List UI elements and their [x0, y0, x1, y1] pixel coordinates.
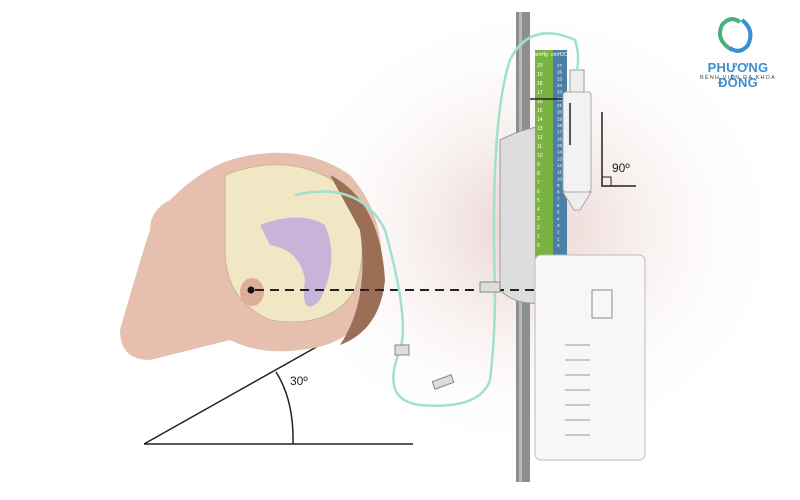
scale-ticks: 0123456789101112131415161718192001234567… — [537, 63, 563, 249]
cmh2o-tick-label: 16 — [557, 136, 563, 141]
mmhg-tick-label: 9 — [537, 162, 540, 168]
mmhg-tick-label: 13 — [537, 126, 543, 132]
bag-graduations — [565, 344, 590, 436]
drainage-bag — [534, 254, 646, 461]
cmh2o-tick-label: 14 — [557, 150, 563, 155]
tragus-reference-dot — [247, 286, 255, 294]
chamber-cap — [569, 69, 585, 93]
mmhg-tick-label: 7 — [537, 180, 540, 186]
cmh2o-tick-label: 20 — [557, 110, 563, 115]
cmh2o-tick-label: 3 — [557, 223, 560, 228]
cmh2o-tick-label: 4 — [557, 216, 560, 221]
cmh2o-tick-label: 23 — [557, 90, 563, 95]
mmhg-tick-label: 20 — [537, 63, 543, 69]
cmh2o-tick-label: 1 — [557, 236, 560, 241]
cmh2o-tick-label: 26 — [557, 70, 563, 75]
mmhg-tick-label: 3 — [537, 216, 540, 222]
mmhg-tick-label: 16 — [537, 99, 543, 105]
mmhg-tick-label: 0 — [537, 243, 540, 249]
incline-angle-label: 30º — [290, 374, 308, 388]
mmhg-tick-label: 10 — [537, 153, 543, 159]
mmhg-tick-label: 12 — [537, 135, 543, 141]
cmh2o-tick-label: 5 — [557, 210, 560, 215]
mmhg-tick-label: 5 — [537, 198, 540, 204]
zero-clamp — [479, 281, 501, 293]
cmh2o-tick-label: 8 — [557, 190, 560, 195]
mmhg-tick-label: 2 — [537, 225, 540, 231]
cmh2o-tick-label: 2 — [557, 230, 560, 235]
mmhg-unit-label: mmHg — [533, 52, 548, 58]
cmh2o-tick-label: 10 — [557, 176, 563, 181]
mmhg-tick-label: 4 — [537, 207, 540, 213]
cmh2o-tick-label: 12 — [557, 163, 563, 168]
mmhg-tick-label: 6 — [537, 189, 540, 195]
drain-tube-upper — [492, 32, 580, 291]
drain-tube — [294, 190, 497, 407]
mmhg-scale — [535, 50, 553, 300]
mmhg-tick-label: 17 — [537, 90, 543, 96]
ventricle — [260, 217, 332, 307]
phuong-dong-logo — [718, 17, 753, 53]
chamber-funnel — [562, 191, 592, 211]
cmh2o-tick-label: 19 — [557, 116, 563, 121]
cmh2o-tick-label: 18 — [557, 123, 563, 128]
cmh2o-tick-label: 11 — [557, 170, 562, 175]
bag-port — [591, 289, 613, 319]
cmh2o-tick-label: 15 — [557, 143, 563, 148]
right-angle-label: 90º — [612, 161, 630, 175]
cmh2o-tick-label: 7 — [557, 196, 560, 201]
angle-arc — [275, 371, 294, 445]
cmh2o-tick-label: 0 — [557, 243, 560, 248]
cmh2o-tick-label: 13 — [557, 156, 563, 161]
mmhg-tick-label: 15 — [537, 108, 543, 114]
mmhg-tick-label: 11 — [537, 144, 542, 150]
mmhg-tick-label: 18 — [537, 81, 543, 87]
mmhg-tick-label: 19 — [537, 72, 543, 78]
mmhg-tick-label: 8 — [537, 171, 540, 177]
mmhg-tick-label: 1 — [537, 234, 540, 240]
logo-name: PHƯƠNG ĐÔNG — [707, 60, 769, 90]
hair — [330, 175, 385, 345]
sampling-port — [431, 374, 455, 390]
mmhg-tick-label: 14 — [537, 117, 543, 123]
cmh2o-tick-label: 27 — [557, 63, 563, 68]
cmh2o-tick-label: 17 — [557, 130, 563, 135]
drip-chamber — [562, 91, 592, 193]
cmh2o-tick-label: 9 — [557, 183, 560, 188]
cmh2o-tick-label: 25 — [557, 76, 563, 81]
logo-subtitle: BỆNH VIỆN ĐA KHOA — [699, 75, 777, 81]
right-angle-square — [601, 176, 612, 187]
cmh2o-tick-label: 24 — [557, 83, 563, 88]
cmh2o-unit-label: cmH2O — [551, 52, 568, 58]
stopcock — [394, 344, 410, 356]
cmh2o-tick-label: 21 — [557, 103, 563, 108]
cmh2o-tick-label: 6 — [557, 203, 560, 208]
